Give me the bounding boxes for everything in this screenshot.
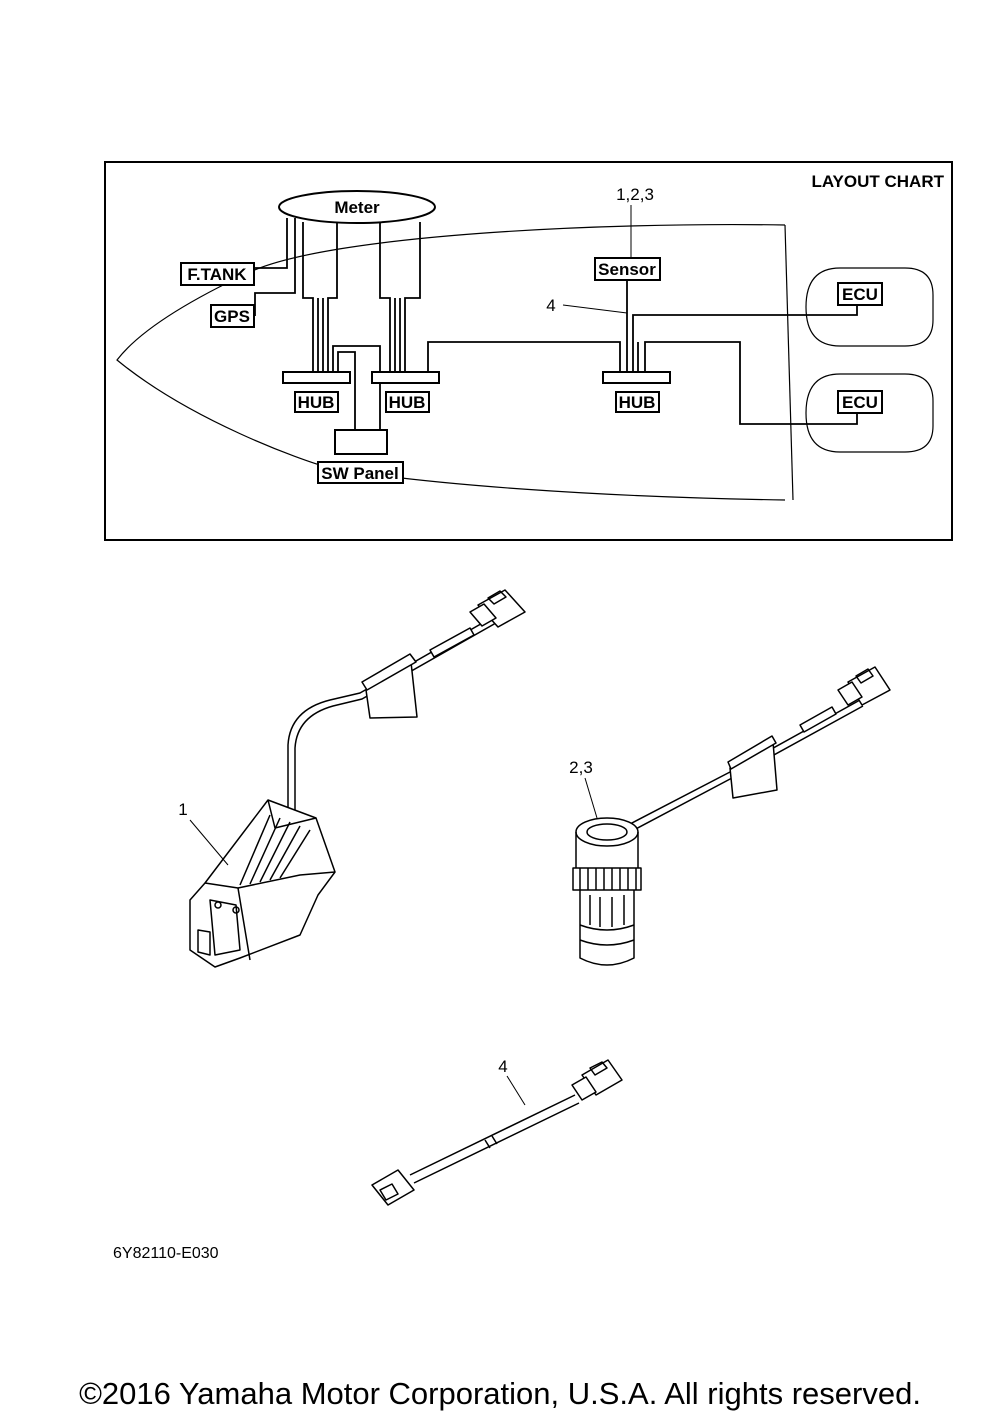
sensor-label: Sensor	[598, 260, 656, 279]
hub-label-1: HUB	[298, 393, 335, 412]
hub-box-2	[385, 391, 430, 413]
boat-transom	[784, 224, 794, 501]
sw-panel-block	[334, 429, 388, 455]
hub-bar-1	[282, 371, 351, 384]
ecu-label-upper: ECU	[842, 285, 878, 304]
meter-label: Meter	[334, 198, 380, 217]
sw-panel-label: SW Panel	[321, 464, 398, 483]
ftank-box	[180, 262, 255, 286]
sensor-callout: 1,2,3	[616, 185, 654, 204]
cable-callout-leader	[562, 304, 628, 314]
hub-label-3: HUB	[619, 393, 656, 412]
gps-box	[210, 304, 255, 328]
hub-box-1	[294, 391, 339, 413]
cable-callout: 4	[546, 296, 555, 315]
part-4-leader	[506, 1075, 526, 1106]
hub-bar-2	[371, 371, 440, 384]
meter	[278, 190, 436, 224]
ftank-label: F.TANK	[187, 265, 247, 284]
gps-label: GPS	[214, 307, 250, 326]
part-1-transducer	[189, 589, 526, 968]
hub-bar-3	[602, 371, 671, 384]
layout-chart-frame	[104, 161, 953, 541]
hub-label-2: HUB	[389, 393, 426, 412]
engine-outline-upper	[805, 267, 934, 347]
hub-box-3	[615, 391, 660, 413]
ecu-label-lower: ECU	[842, 393, 878, 412]
boat-hull	[116, 223, 786, 501]
part-4-ref: 4	[498, 1057, 507, 1076]
copyright-notice: ©2016 Yamaha Motor Corporation, U.S.A. A…	[79, 1376, 921, 1411]
layout-chart: LAYOUT CHART Meter	[104, 161, 953, 541]
part-4-cable	[371, 1059, 623, 1206]
figure-code: 6Y82110-E030	[113, 1245, 219, 1262]
part-1-leader	[189, 819, 229, 866]
layout-chart-title: LAYOUT CHART	[811, 172, 944, 191]
network-wires	[254, 218, 858, 430]
engine-outline-lower	[805, 373, 934, 453]
sw-panel-box	[317, 461, 404, 484]
part-2-3-sensor	[572, 666, 891, 966]
part-1-ref: 1	[178, 800, 187, 819]
part-2-3-leader	[584, 777, 598, 819]
sensor-box	[594, 257, 661, 281]
ecu-box-upper	[837, 282, 883, 306]
part-2-3-ref: 2,3	[569, 758, 593, 777]
ecu-box-lower	[837, 390, 883, 414]
